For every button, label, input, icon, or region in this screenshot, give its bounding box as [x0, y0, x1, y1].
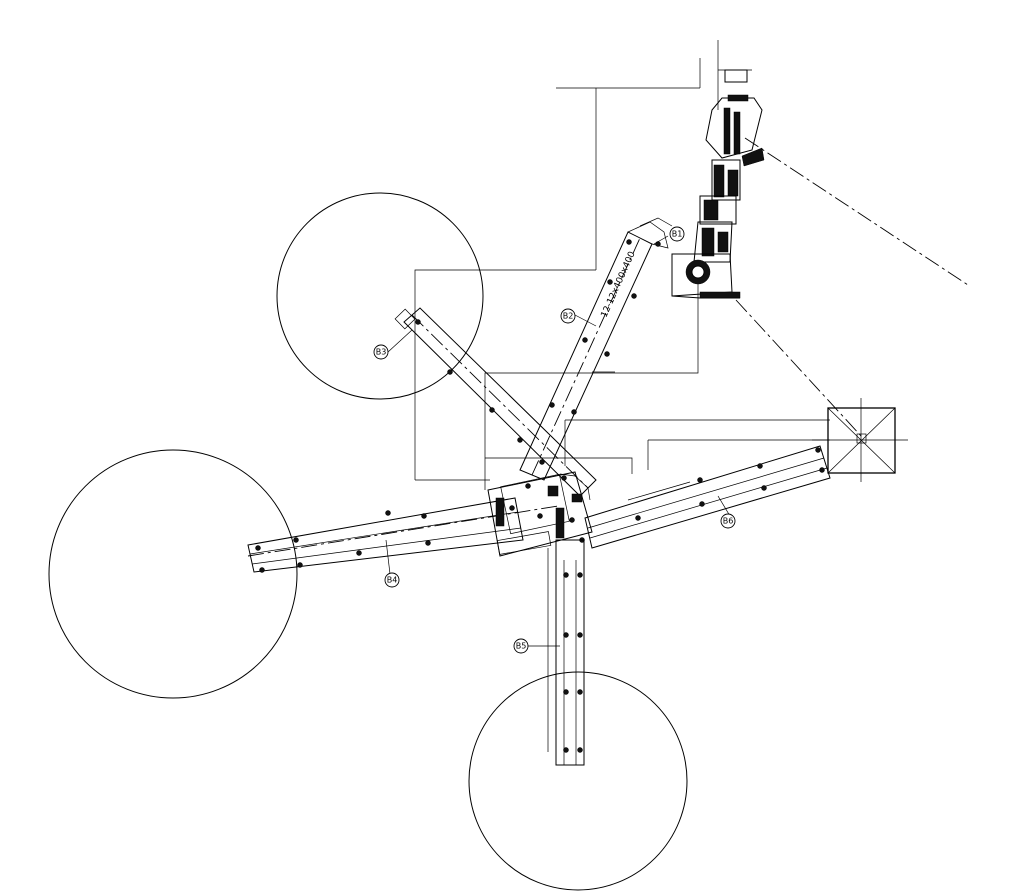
tag-b4-label: B4: [387, 576, 398, 585]
silo-circle-b3: [276, 192, 484, 400]
transfer-hopper: [812, 398, 908, 482]
tag-b6: B6: [720, 513, 736, 529]
conveyor-b5: [547, 539, 585, 766]
tag-b5: B5: [513, 638, 529, 654]
tag-b3-label: B3: [376, 348, 387, 357]
tag-b1: B1: [669, 226, 685, 242]
b2-pipe-note: 12-12x400x400: [600, 250, 638, 319]
conveyor-b2: [519, 217, 673, 481]
conveyor-b3: [394, 307, 597, 497]
tag-b1-label: B1: [672, 230, 683, 239]
tag-b6-label: B6: [723, 517, 734, 526]
tag-b2-label: B2: [563, 312, 574, 321]
leader-lines: [385, 235, 731, 647]
silo-circle-b5: [468, 671, 688, 891]
reference-frame: [414, 40, 830, 490]
centre-lines: [247, 137, 969, 557]
conveyor-b4: [247, 497, 524, 573]
conveyor-b6: [584, 445, 831, 549]
stacker-machine: [671, 69, 765, 299]
tag-b4: B4: [384, 572, 400, 588]
tag-b5-label: B5: [516, 642, 527, 651]
silo-circle-b4: [48, 449, 298, 699]
central-junction: [487, 471, 593, 557]
tag-b3: B3: [373, 344, 389, 360]
tag-b2: B2: [560, 308, 576, 324]
